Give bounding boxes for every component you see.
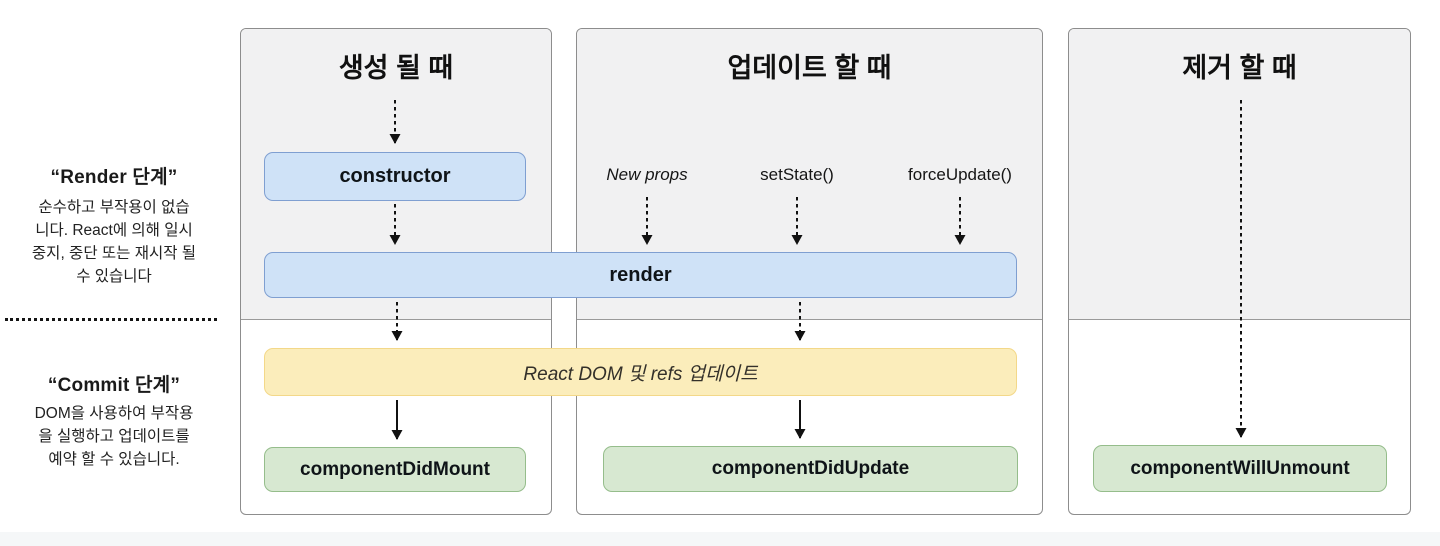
column-mounting-title: 생성 될 때: [338, 53, 454, 83]
react-dom-update-box: React DOM 및 refs 업데이트: [264, 348, 1017, 396]
phase-divider-dotted-line: [5, 318, 217, 321]
commit-phase-description: DOM을 사용하여 부작용 을 실행하고 업데이트를 예약 할 수 있습니다.: [34, 405, 194, 468]
trigger-new-props: New props: [606, 165, 688, 184]
phase-annotation-panel: “Render 단계” 순수하고 부작용이 없습 니다. React에 의해 일…: [0, 0, 228, 515]
column-unmounting: 제거 할 때: [1068, 28, 1411, 515]
component-did-mount-box: componentDidMount: [264, 447, 526, 492]
bottom-strip: [0, 532, 1440, 546]
render-phase-band: [1069, 29, 1410, 320]
component-will-unmount-box: componentWillUnmount: [1093, 445, 1387, 492]
render-phase-title: “Render 단계”: [50, 167, 178, 188]
render-box: render: [264, 252, 1017, 298]
constructor-box: constructor: [264, 152, 526, 201]
column-unmounting-title: 제거 할 때: [1182, 53, 1297, 83]
column-updating-title: 업데이트 할 때: [727, 53, 892, 83]
component-did-update-box: componentDidUpdate: [603, 446, 1018, 492]
render-phase-description: 순수하고 부작용이 없습 니다. React에 의해 일시 중지, 중단 또는 …: [31, 199, 197, 285]
trigger-set-state: setState(): [760, 165, 834, 184]
commit-phase-title: “Commit 단계”: [47, 375, 181, 396]
trigger-force-update: forceUpdate(): [908, 165, 1012, 184]
